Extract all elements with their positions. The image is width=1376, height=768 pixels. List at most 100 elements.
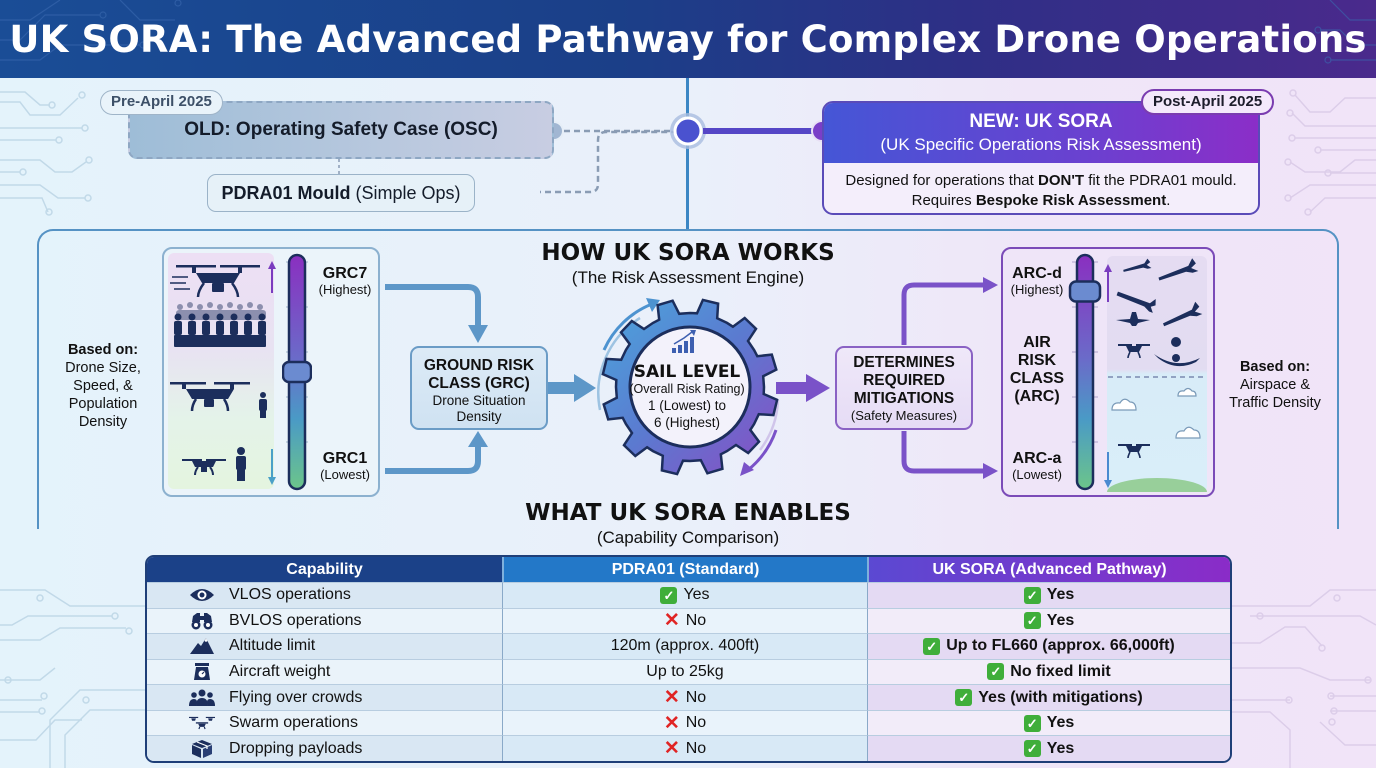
column-header-uk-sora: UK SORA (Advanced Pathway) (867, 557, 1230, 582)
pdra01-cell: ✕ No (502, 607, 867, 634)
pdra01-cell: Up to 25kg (502, 658, 867, 685)
person-icon (236, 447, 246, 481)
check-icon: ✓ (1023, 612, 1041, 630)
desc-text: fit the PDRA01 mould. (1084, 172, 1237, 189)
arc-risk-slider[interactable] (1068, 252, 1102, 492)
arc-d-sub: (Highest) (1010, 282, 1064, 297)
uk-sora-value: Up to FL660 (approx. 66,000ft) (946, 637, 1175, 655)
mitigations-sub: (Safety Measures) (850, 408, 958, 423)
bar-chart-trend-icon (672, 330, 696, 353)
ground-based-on-line: Drone Size, (65, 360, 141, 376)
old-to-pdra-connector (338, 159, 340, 175)
arc-slider-track (1075, 253, 1095, 491)
sail-to-mitigations-arrow (776, 374, 830, 402)
enables-subtitle: (Capability Comparison) (596, 528, 780, 547)
airspace-icons (1104, 258, 1204, 488)
arc-slider-thumb[interactable] (1068, 280, 1102, 303)
paraglider-icon (1154, 337, 1200, 367)
pdra01-cell: ✓ Yes (502, 582, 867, 608)
grc7-sub: (Highest) (318, 282, 372, 297)
mitigations-box: DETERMINES REQUIRED MITIGATIONS (Safety … (835, 346, 973, 430)
grc1-label: GRC1 (Lowest) (312, 451, 378, 483)
drone-icon (1118, 344, 1150, 359)
grc-slider-thumb[interactable] (282, 360, 312, 384)
ground-based-on: Based on: Drone Size, Speed, & Populatio… (50, 341, 156, 431)
small-drone-icon (182, 459, 226, 476)
pdra01-value: No (685, 739, 707, 757)
check-icon: ✓ (987, 663, 1005, 681)
arc-up-arrow (1104, 264, 1112, 302)
grc-down-arrow (268, 449, 276, 485)
pdra01-value: No (685, 611, 707, 629)
capability-label: Flying over crowds (229, 688, 363, 706)
mountain-icon (189, 637, 215, 655)
uk-sora-value: Yes (1046, 714, 1075, 732)
sail-level-text: SAIL LEVEL (Overall Risk Rating) 1 (Lowe… (612, 362, 762, 431)
airplane-icon (1116, 312, 1150, 326)
uk-sora-cell: ✓No fixed limit (867, 658, 1230, 685)
capability-cell: Dropping payloads (147, 735, 502, 761)
grc1-sub: (Lowest) (320, 467, 370, 482)
mitigations-title: MITIGATIONS (853, 390, 955, 407)
new-uk-sora-description: Designed for operations that DON'T fit t… (824, 163, 1258, 211)
enables-title: WHAT UK SORA ENABLES (525, 500, 851, 526)
capability-cell: Swarm operations (147, 709, 502, 736)
capability-label: Swarm operations (229, 714, 358, 732)
eye-icon (189, 586, 215, 604)
pdra01-cell: ✕No (502, 735, 867, 761)
how-it-works-panel (37, 229, 1339, 529)
sail-level-range: 1 (Lowest) to (647, 398, 727, 413)
large-drone-icon (170, 265, 260, 298)
flow-arrows (385, 277, 998, 479)
air-risk-class-line: AIR (1023, 334, 1051, 351)
air-risk-class-line: CLASS (1009, 370, 1065, 387)
grc7-label: GRC7 (Highest) (312, 266, 378, 298)
uk-sora-cell: ✓Yes (867, 709, 1230, 736)
binoculars-icon (189, 612, 215, 630)
check-icon: ✓ (1023, 740, 1041, 758)
cross-icon: ✕ (663, 712, 680, 734)
arc-a-sub: (Lowest) (1012, 467, 1062, 482)
pdra01-mould-box: PDRA01 Mould (Simple Ops) (207, 174, 475, 212)
mitigations-to-arc-bottom-arrow (901, 431, 998, 479)
check-icon: ✓ (955, 689, 973, 707)
uk-sora-value: Yes (1046, 586, 1075, 604)
how-it-works-title: HOW UK SORA WORKS (541, 240, 835, 266)
desc-emphasis: Bespoke Risk Assessment (975, 192, 1167, 209)
grc-box-sub: Density (456, 409, 502, 424)
grc-bottom-arrow (385, 431, 488, 474)
grc-risk-slider[interactable] (282, 252, 312, 492)
ground-based-on-line: Density (78, 414, 128, 430)
mitigations-to-arc-top-arrow (901, 277, 998, 345)
mitigations-title: DETERMINES (853, 354, 955, 371)
capability-cell: Aircraft weight (147, 658, 502, 685)
capability-label: Aircraft weight (229, 662, 331, 680)
new-uk-sora-title: NEW: UK SORA (969, 111, 1113, 132)
pdra01-cell: ✕No (502, 684, 867, 710)
grc-box-title: GROUND RISK (423, 357, 535, 374)
column-header-pdra01: PDRA01 (Standard) (502, 557, 867, 582)
grc-box-sub: Drone Situation (432, 393, 526, 408)
air-risk-class-line: RISK (1017, 352, 1057, 369)
capability-cell: Flying over crowds (147, 684, 502, 710)
desc-text: Requires (911, 192, 976, 209)
scale-icon (189, 662, 215, 681)
page-header: UK SORA: The Advanced Pathway for Comple… (0, 0, 1376, 78)
ground-risk-class-box: GROUND RISK CLASS (GRC) Drone Situation … (410, 346, 548, 430)
check-icon: ✓ (660, 586, 678, 604)
grc-top-arrow (385, 284, 488, 343)
capability-label: VLOS operations (229, 586, 351, 604)
capability-cell: BVLOS operations (147, 607, 502, 634)
air-risk-class-line: (ARC) (1014, 388, 1060, 405)
pdra01-sub: (Simple Ops) (355, 182, 461, 203)
air-based-on: Based on: Airspace & Traffic Density (1218, 358, 1332, 412)
pdra01-value: Yes (683, 586, 710, 604)
column-header-capability: Capability (147, 557, 502, 582)
ground-hill (1107, 478, 1207, 492)
cross-icon: ✕ (663, 610, 680, 632)
uk-sora-value: Yes (with mitigations) (978, 688, 1143, 706)
capability-label: BVLOS operations (229, 611, 362, 629)
medium-drone-icon (170, 382, 250, 412)
airplane-icon (1162, 301, 1203, 327)
